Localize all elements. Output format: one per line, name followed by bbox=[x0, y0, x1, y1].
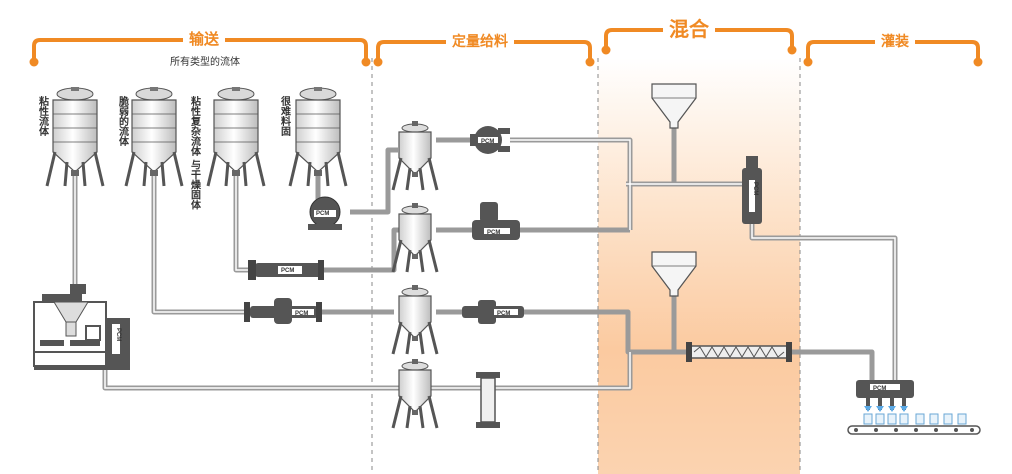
filling-machine bbox=[847, 380, 981, 435]
brand-label: PCM bbox=[281, 268, 294, 274]
brand-label: PCM bbox=[481, 139, 494, 145]
brand-label: PCM bbox=[295, 311, 308, 317]
bracket-endpoints bbox=[29, 45, 983, 67]
section-label-dosing: 定量给料 bbox=[446, 35, 514, 49]
screw-mixer bbox=[686, 342, 792, 362]
section-label-mixing: 混合 bbox=[663, 19, 715, 39]
silo-label-complex: 粘性复杂流体 与干燥固体 bbox=[188, 96, 200, 210]
inline-meter bbox=[476, 372, 500, 428]
brand-label: PCM bbox=[487, 230, 500, 236]
silo-viscous bbox=[45, 85, 105, 188]
dosing-tank-4 bbox=[391, 357, 439, 430]
brand-labels: PCM PCM PCM PCM PCM PCM PCM PCM PCM bbox=[115, 139, 886, 392]
dosing-tank-3 bbox=[391, 283, 439, 356]
silo-difficult bbox=[288, 85, 348, 188]
dosing-tank-2 bbox=[391, 201, 439, 274]
feed-pump bbox=[308, 196, 342, 230]
conveying-machine bbox=[33, 284, 130, 370]
dosing-pump-1 bbox=[470, 126, 510, 154]
section-dividers bbox=[371, 58, 801, 474]
silo-label-fragile: 脆弱的流体 bbox=[116, 96, 128, 146]
dosing-pump-2 bbox=[472, 202, 520, 240]
mixing-zone bbox=[598, 58, 800, 474]
silo-complex bbox=[206, 85, 266, 188]
dosing-pump-3 bbox=[462, 300, 524, 324]
static-mixer bbox=[742, 156, 762, 224]
pipe-highlights bbox=[74, 139, 896, 389]
brand-label: PCM bbox=[316, 211, 329, 217]
silo-fragile bbox=[124, 85, 184, 188]
silo-label-difficult: 很难料固 bbox=[278, 96, 290, 136]
section-label-conveying: 输送 bbox=[183, 32, 226, 47]
dosing-tank-1 bbox=[391, 119, 439, 192]
brand-label: PCM bbox=[497, 311, 510, 317]
pcm-screw-pump-2 bbox=[244, 298, 322, 324]
brand-label: PCM bbox=[752, 182, 758, 195]
brand-label: PCM bbox=[873, 386, 886, 392]
pcm-screw-pump-1 bbox=[248, 260, 324, 280]
section-label-filling: 灌装 bbox=[875, 35, 915, 49]
section-sublabel-conveying: 所有类型的流体 bbox=[170, 57, 240, 68]
brand-label: PCM bbox=[115, 328, 121, 341]
silo-label-viscous: 粘性流体 bbox=[36, 96, 48, 136]
